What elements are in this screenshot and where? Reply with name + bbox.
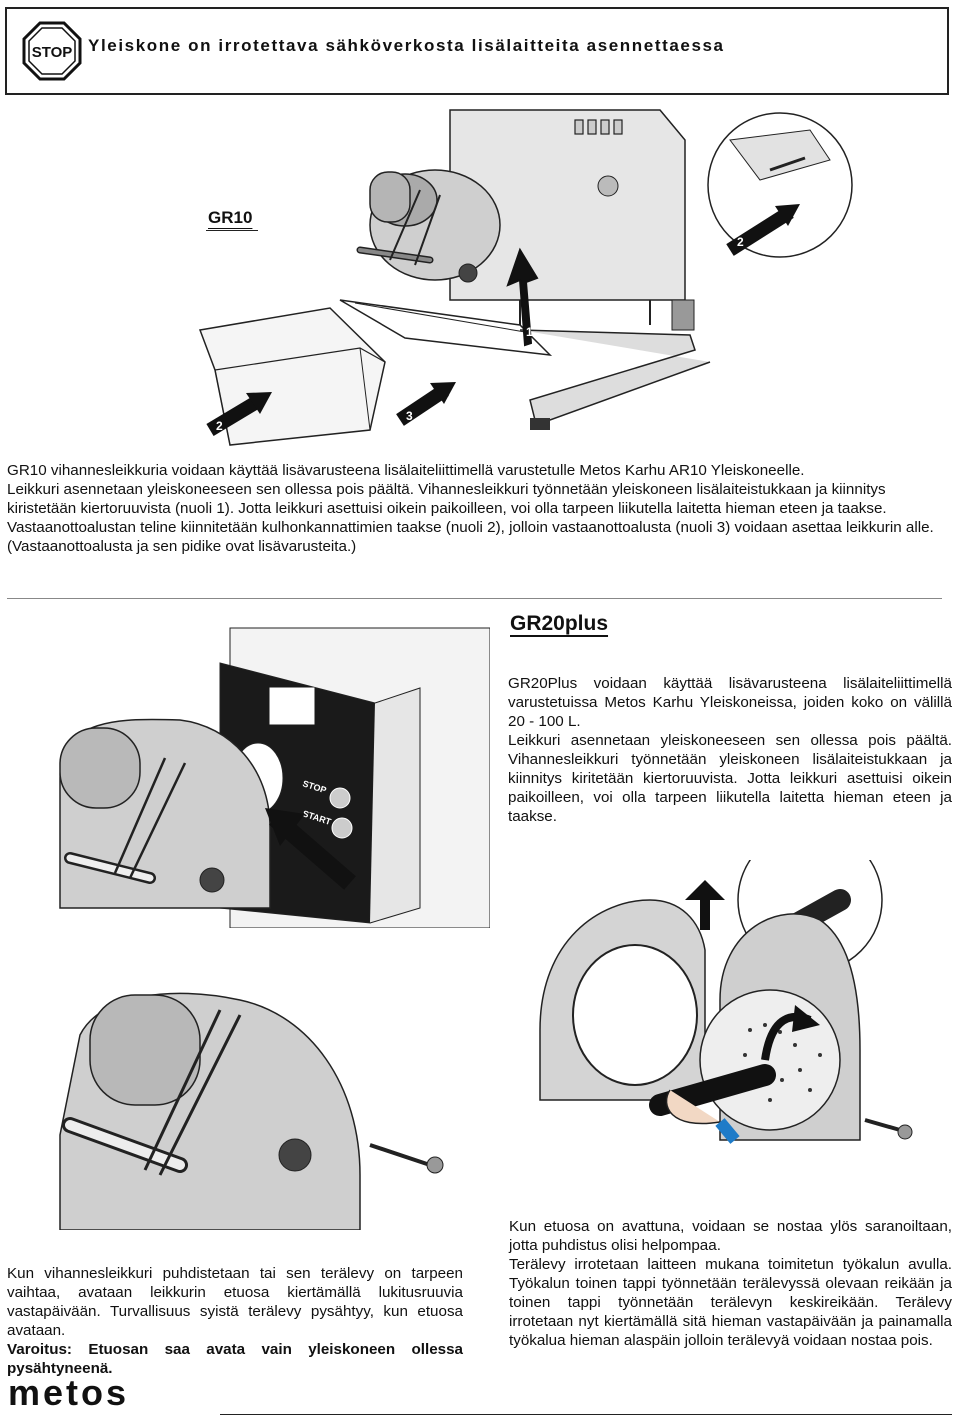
- stop-sign-icon: STOP: [22, 21, 82, 81]
- gr20-description: GR20Plus voidaan käyttää lisävarusteena …: [508, 675, 952, 825]
- metos-logo: metos: [8, 1372, 130, 1413]
- gr20-install-illustration: STOP START: [59, 627, 490, 928]
- section-divider: [7, 598, 942, 599]
- svg-text:3: 3: [406, 409, 413, 423]
- blade-removal-illustration: [539, 860, 913, 1144]
- svg-text:2: 2: [216, 419, 223, 433]
- cleaning-warning: Varoitus: Etuosan saa avata vain yleisko…: [7, 1341, 463, 1377]
- warning-banner: [5, 7, 949, 95]
- cleaning-description: Kun vihannesleikkuri puhdistetaan tai se…: [7, 1265, 463, 1377]
- svg-text:1: 1: [526, 325, 533, 339]
- blade-description: Kun etuosa on avattuna, voidaan se nosta…: [509, 1218, 952, 1349]
- stop-sign-text: STOP: [32, 44, 73, 61]
- gr10-heading: GR10: [208, 208, 253, 227]
- gr10-illustration: 1 2 2 3: [198, 109, 853, 446]
- footer-rule: [220, 1414, 952, 1415]
- gr20-cleaning-illustration: [59, 992, 444, 1230]
- gr10-description: GR10 vihannesleikkuria voidaan käyttää l…: [7, 462, 934, 555]
- svg-text:2: 2: [737, 235, 744, 249]
- gr20-heading: GR20plus: [510, 612, 609, 635]
- arrow-1-icon: [506, 247, 539, 347]
- warning-title: Yleiskone on irrotettava sähköverkosta l…: [88, 36, 725, 55]
